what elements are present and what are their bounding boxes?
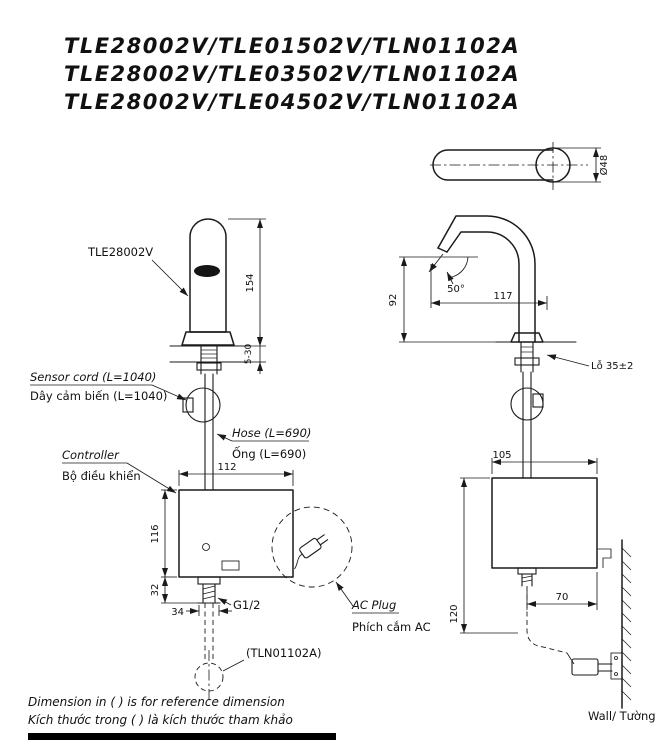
wall-plug — [566, 652, 623, 680]
controller-label-en: Controller — [62, 448, 120, 462]
dim-dia48-label: Ø48 — [598, 155, 610, 176]
hose-label-vi: Ống (L=690) — [232, 445, 306, 461]
shank-side — [514, 341, 540, 373]
dim-112-label: 112 — [217, 462, 236, 473]
angle-50-annotation: 50° — [399, 256, 478, 295]
dim-154-label: 154 — [245, 273, 256, 292]
hose-callout: Hose (L=690) Ống (L=690) — [216, 426, 311, 461]
spout-side-outline — [437, 215, 577, 343]
front-view: TLE28002V 154 5-30 Sensor cord (L=1040) … — [30, 218, 431, 703]
hole-leader-line — [546, 354, 590, 367]
wall-label: Wall/ Tường — [588, 709, 656, 723]
power-cord-phantom — [526, 586, 568, 654]
footer-note-vi: Kích thước trong ( ) là kích thước tham … — [28, 713, 293, 727]
ac-plug-icon — [294, 534, 329, 570]
dim-117-label: 117 — [493, 291, 512, 302]
sensor-cord-loop — [182, 387, 221, 423]
controller-box-front — [178, 489, 294, 578]
wall-section — [621, 539, 632, 709]
controller-label-vi: Bộ điều khiển — [62, 469, 141, 483]
valve-leader-line — [222, 659, 245, 672]
hose-front — [204, 373, 214, 491]
outlet-shank-front — [197, 576, 221, 604]
dim-116-label: 116 — [150, 524, 161, 543]
valve-phantom — [194, 603, 224, 703]
dimension-32: 32 — [150, 577, 199, 604]
spout-front-outline — [181, 218, 235, 346]
dim-70-label: 70 — [556, 592, 569, 603]
sensor-window — [194, 265, 220, 277]
ac-plug-callout: AC Plug Phích cắm AC — [335, 581, 431, 634]
dim-34-label: 34 — [171, 607, 184, 618]
ac-plug-detail — [271, 506, 353, 588]
dimension-5-30: 5-30 — [244, 334, 266, 374]
spout-plan-view — [430, 142, 588, 190]
side-view: Ø48 50° 92 117 — [388, 142, 656, 723]
title-block: TLE28002V/TLE01502V/TLN01102A TLE28002V/… — [64, 34, 520, 114]
thread-leader-line — [217, 597, 232, 606]
dim-105-label: 105 — [492, 450, 511, 461]
dimension-34: 34 — [171, 605, 232, 618]
dimension-117: 117 — [430, 264, 548, 310]
dim-120-label: 120 — [449, 604, 460, 623]
hole-label: Lỗ 35±2 — [591, 359, 633, 372]
dim-92-label: 92 — [388, 294, 399, 307]
controller-callout: Controller Bộ điều khiển — [62, 448, 177, 494]
controller-box-side — [491, 477, 612, 569]
ac-plug-label-en: AC Plug — [351, 598, 396, 612]
dimension-120: 120 — [449, 477, 518, 634]
dimension-dia48: Ø48 — [555, 147, 610, 183]
shank-front — [196, 345, 222, 375]
title-line-2: TLE28002V/TLE03502V/TLN01102A — [64, 62, 520, 86]
dimension-70: 70 — [526, 572, 598, 610]
angle-50-label: 50° — [447, 284, 465, 295]
model-leader-line — [151, 259, 189, 297]
sensor-cord-label-en: Sensor cord (L=1040) — [30, 370, 156, 384]
footer-bar — [28, 733, 336, 740]
sensor-cord-callout: Sensor cord (L=1040) Dây cảm biến (L=104… — [30, 370, 187, 403]
dimension-116: 116 — [150, 489, 177, 578]
dimension-92: 92 — [388, 257, 496, 343]
dim-32-label: 32 — [150, 584, 161, 597]
dimension-105: 105 — [491, 450, 598, 474]
footer-note-en: Dimension in ( ) is for reference dimens… — [28, 695, 285, 709]
hose-label-en: Hose (L=690) — [232, 426, 311, 440]
dim-5-30-label: 5-30 — [244, 344, 254, 365]
title-line-3: TLE28002V/TLE04502V/TLN01102A — [64, 90, 520, 114]
ac-plug-label-vi: Phích cắm AC — [352, 620, 431, 634]
model-label: TLE28002V — [87, 245, 153, 259]
valve-label: (TLN01102A) — [246, 646, 321, 660]
footer-note: Dimension in ( ) is for reference dimens… — [28, 695, 336, 740]
dimension-112: 112 — [178, 462, 294, 486]
title-line-1: TLE28002V/TLE01502V/TLN01102A — [64, 34, 520, 58]
cord-loop-side — [510, 387, 544, 421]
thread-label: G1/2 — [233, 598, 260, 612]
dimension-154: 154 — [228, 218, 266, 347]
outlet-shank-side — [517, 567, 537, 587]
sensor-cord-label-vi: Dây cảm biến (L=1040) — [30, 389, 167, 403]
